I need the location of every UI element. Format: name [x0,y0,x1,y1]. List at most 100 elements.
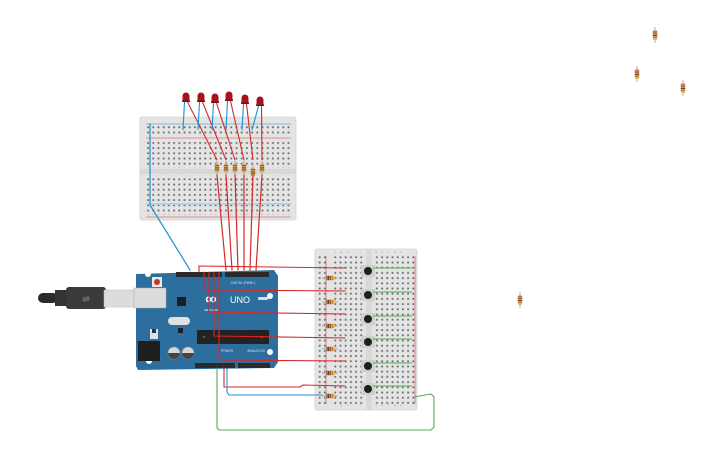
led-cathode-wire[interactable] [241,103,245,131]
resistor[interactable] [634,66,640,82]
resistor[interactable] [322,393,338,399]
wire-button-4[interactable] [213,271,346,339]
led-cathode-wire[interactable] [225,100,229,131]
resistor-band [250,172,256,174]
led-rim [225,99,233,101]
pushbutton-3[interactable] [322,313,412,329]
resistor[interactable] [517,292,523,308]
breadboard-right[interactable] [314,248,418,411]
led-4[interactable] [225,91,245,161]
led-5[interactable] [241,94,254,161]
resistor-band [330,393,332,399]
wire-5v-loop[interactable] [216,367,435,431]
led-1[interactable] [182,92,218,161]
wire-button-2[interactable] [203,271,346,292]
led-cathode-wire[interactable] [182,101,186,131]
pushbutton-4[interactable] [322,336,412,352]
pushbutton-5[interactable] [322,360,412,376]
resistor[interactable] [680,80,686,96]
wire-led-2[interactable] [225,174,233,271]
led-cathode-wire[interactable] [197,101,201,131]
led-anode-wire[interactable] [215,102,236,161]
usb-receptacle [133,287,167,309]
mount-hole [267,293,273,299]
pushbutton-group [322,265,412,399]
column-label: i [354,403,355,407]
resistor-band [326,275,328,281]
resistor[interactable] [223,160,229,176]
wire-led-3[interactable] [234,174,239,271]
digital-header-left[interactable] [176,272,222,277]
digital-header-right[interactable] [225,272,269,277]
wire-led-6[interactable] [255,174,263,271]
wire-button-5[interactable] [218,271,346,362]
led-cathode-wire[interactable] [211,102,215,131]
power-header[interactable] [195,363,235,368]
usb-strain-relief [55,290,69,306]
column-label: h [347,403,349,407]
led-body [182,92,190,101]
led-anode-wire[interactable] [201,101,227,161]
resistor-band [223,168,229,170]
resistor[interactable] [322,299,338,305]
resistor[interactable] [241,160,247,176]
resistor[interactable] [232,160,238,176]
resistor-band [241,165,247,166]
column-label: h [347,250,349,254]
pushbutton-1[interactable] [322,265,412,281]
pushbutton-cap[interactable] [364,315,372,323]
led-anode-wire[interactable] [260,105,263,161]
wire-ground-buttons[interactable] [226,367,323,396]
resistor-band [634,75,640,77]
wire-button-3[interactable] [208,271,346,315]
pushbutton-6[interactable] [322,383,412,399]
power-rail-holes [146,125,290,136]
resistor-band [259,170,265,172]
pushbutton-2[interactable] [322,289,412,305]
resistor[interactable] [652,27,658,43]
resistor-band [331,323,333,329]
reset-button-cap[interactable] [154,279,160,285]
led-body [225,91,233,100]
wire-button-6[interactable] [223,367,346,388]
resistor-band [326,323,328,329]
resistor[interactable] [214,160,220,176]
analog-header[interactable] [238,363,270,368]
wire-led-5[interactable] [249,174,254,271]
led-cathode-wire[interactable] [251,105,260,131]
led-6[interactable] [251,96,264,161]
pushbutton-cap[interactable] [364,267,372,275]
led-2[interactable] [197,92,227,161]
wire-ground-top[interactable] [149,123,191,271]
resistor[interactable] [322,275,338,281]
resistor-band [241,168,247,170]
led-anode-wire[interactable] [245,103,254,161]
pushbutton-cap[interactable] [364,338,372,346]
column-label: f [335,250,336,254]
mount-hole [145,271,151,277]
resistor-band [652,36,658,38]
pushbutton-cap[interactable] [364,291,372,299]
resistor[interactable] [322,323,338,329]
voltage-regulator [150,329,158,339]
pushbutton-cap[interactable] [364,362,372,370]
led-anode-wire[interactable] [187,101,218,161]
resistor[interactable] [322,346,338,352]
usb-cable[interactable]: ⇌ [38,287,135,309]
resistor[interactable] [259,160,265,176]
arduino-uno-board[interactable]: ⇌ DIGITAL (PWM~) ∞ UNO ARDUINO [38,270,278,370]
resistor[interactable] [322,370,338,376]
wire-button-1[interactable] [198,265,346,273]
resistor-band [330,275,332,281]
resistor-band [328,370,330,376]
resistor-band [652,33,658,35]
resistor-band [517,298,523,300]
led-3[interactable] [211,93,236,161]
led-anode-wire[interactable] [229,100,245,161]
wire-led-1[interactable] [216,174,227,271]
pushbutton-cap[interactable] [364,385,372,393]
column-label: d [394,403,396,407]
arduino-pcb [136,270,278,370]
